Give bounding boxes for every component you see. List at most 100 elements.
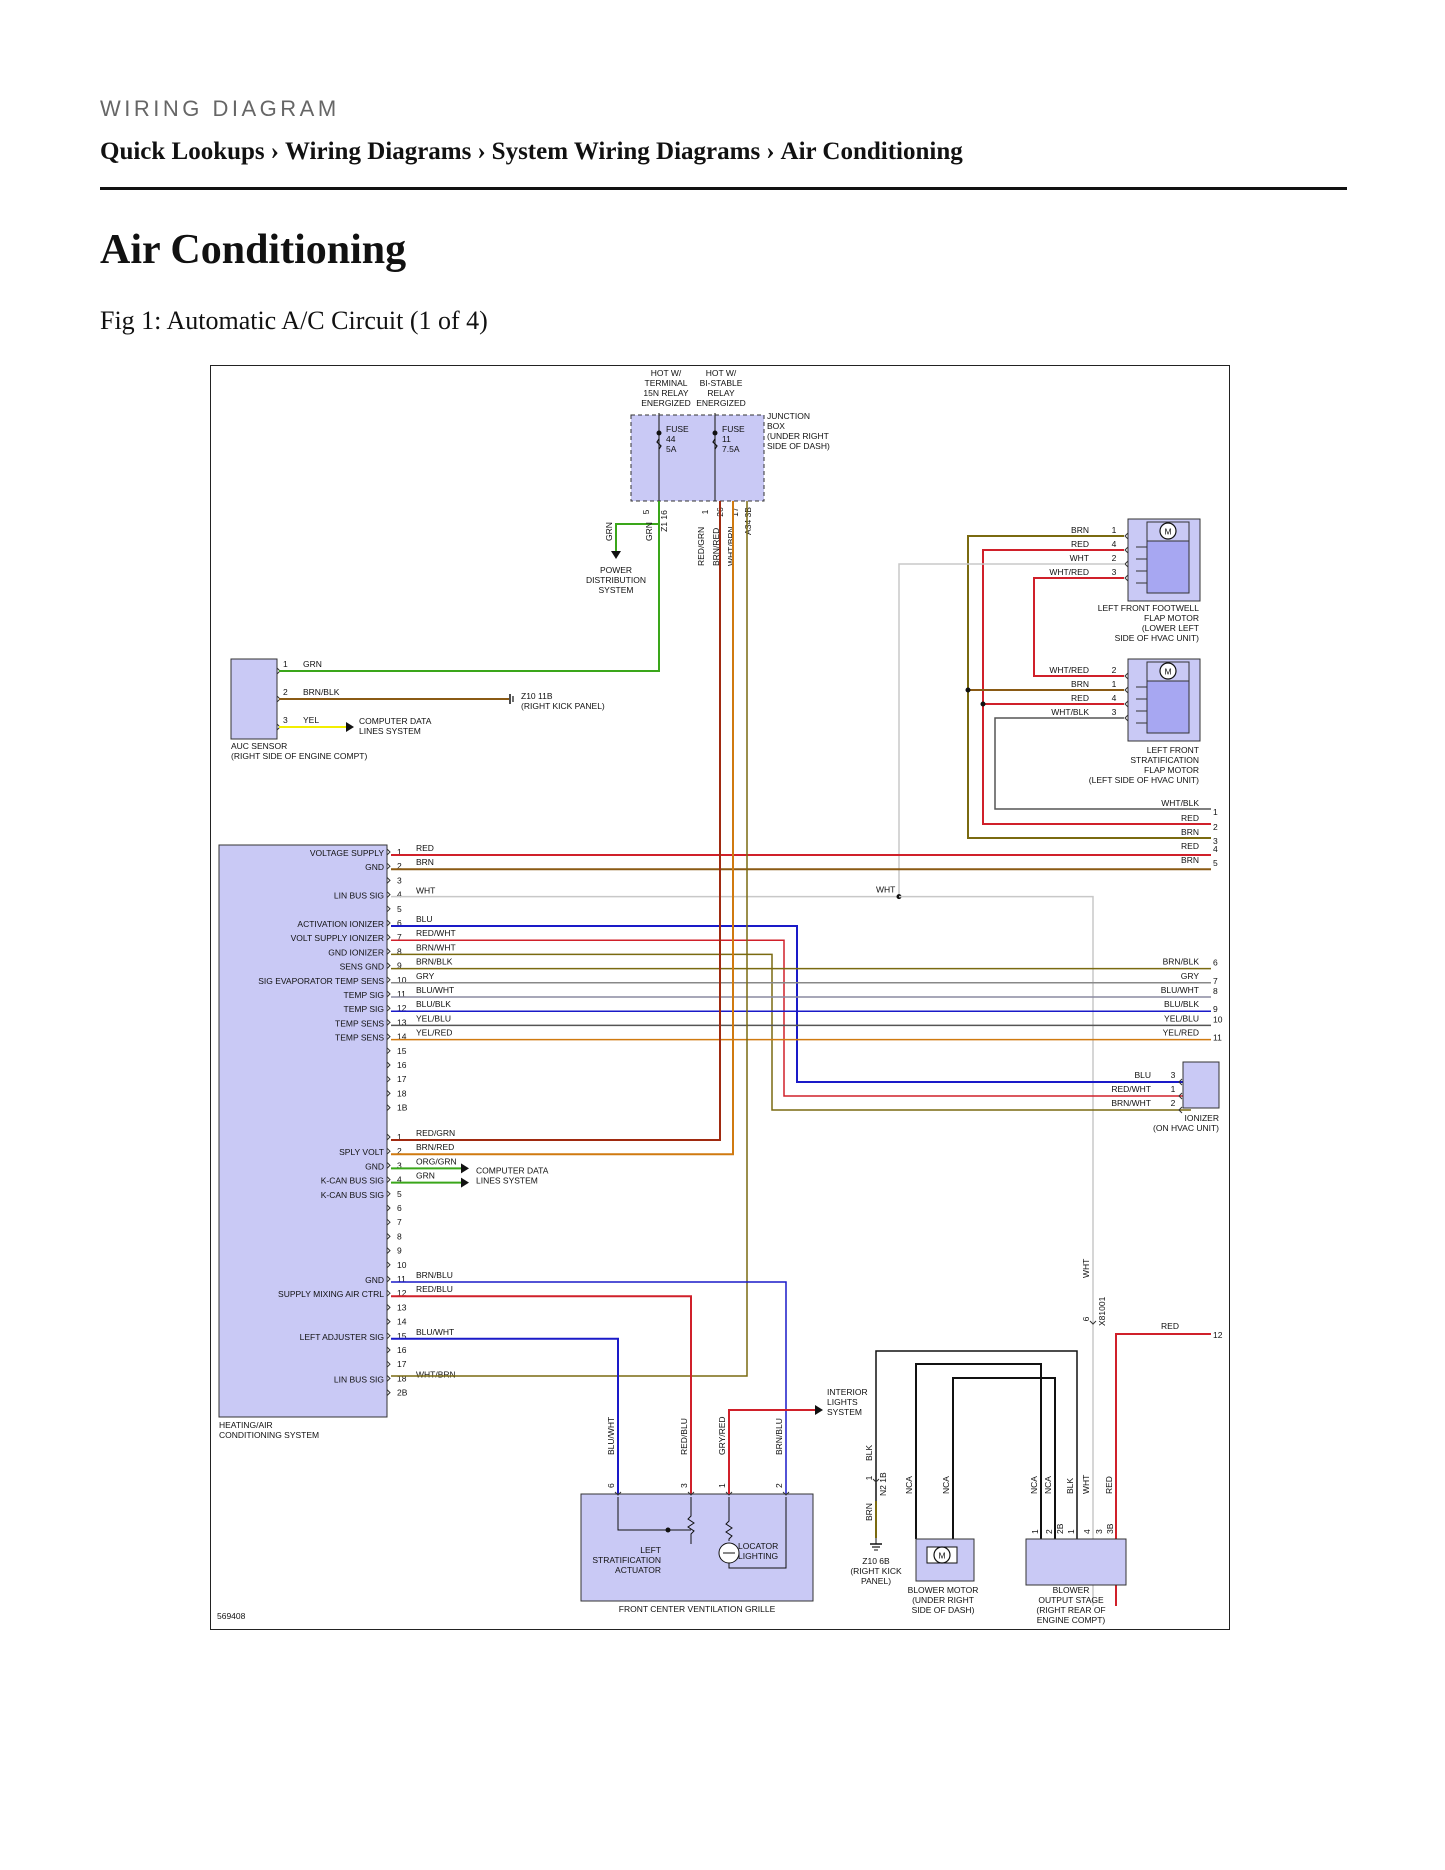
hvac-connector-1-pin: 14: [397, 1032, 407, 1042]
fuse-44-label: 44: [666, 434, 676, 444]
connector-pin: [386, 1047, 391, 1055]
hvac-signal-label: TEMP SIG: [344, 990, 384, 1000]
connector-pin: [725, 1491, 733, 1496]
hot-relay-label: ENERGIZED: [696, 398, 746, 408]
hvac-signal-label: SPLY VOLT: [339, 1147, 384, 1157]
hvac-signal-label: SIG EVAPORATOR TEMP SENS: [258, 976, 384, 986]
blower-output-stage: [1025, 1538, 1127, 1586]
computer-data-label: COMPUTER DATA: [359, 716, 432, 726]
connector-pin: [386, 1304, 391, 1311]
junction-connector: Z1 16: [659, 510, 669, 532]
connector-pin: [687, 1491, 695, 1496]
hvac-wire-label: GRY: [416, 971, 435, 981]
blower-feed-connector: X81001: [1097, 1296, 1107, 1326]
wire-grn-auc-sensor: [279, 524, 660, 672]
connector-pin: [782, 1491, 790, 1496]
wire-blk-blower-ground: [875, 1350, 1078, 1539]
hvac-signal-label: LIN BUS SIG: [334, 1374, 384, 1384]
wire-nca-blower: [915, 1363, 1042, 1539]
breadcrumb-quick-lookups[interactable]: Quick Lookups: [100, 138, 265, 165]
footwell-pin: 4: [1112, 539, 1117, 549]
hvac-connector-1-pin: 15: [397, 1046, 407, 1056]
wire-label-grn: GRN: [604, 522, 614, 541]
connector-pin: [386, 1204, 391, 1212]
footwell-motor-label: FLAP MOTOR: [1144, 613, 1199, 623]
hvac-connector-1-pin: 8: [397, 946, 402, 956]
right-edge-pin: 5: [1213, 858, 1218, 868]
connector-pin: [614, 1491, 622, 1496]
right-edge-wire-label: YEL/BLU: [1164, 1013, 1199, 1023]
arrow-icon: [461, 1163, 469, 1174]
hvac-connector-1-pin: 13: [397, 1017, 407, 1027]
auc-sensor: [230, 658, 278, 740]
hvac-wire-label: BLU/WHT: [416, 1327, 454, 1337]
potentiometer-icon: [687, 1497, 695, 1544]
arrow-icon: [611, 551, 621, 559]
hvac-signal-label: SENS GND: [340, 962, 384, 972]
auc-sensor-label: AUC SENSOR: [231, 741, 287, 751]
connector-pin: [386, 1261, 391, 1269]
hot-relay-label: TERMINAL: [645, 378, 688, 388]
fuse-44-icon: [656, 438, 662, 450]
connector-pin: [1124, 546, 1129, 554]
hvac-wire-label: RED/BLU: [416, 1284, 453, 1294]
breadcrumb-wiring-diagrams[interactable]: Wiring Diagrams: [285, 138, 472, 165]
connector-pin: [386, 1147, 391, 1155]
strat-motor-label: (LEFT SIDE OF HVAC UNIT): [1089, 775, 1199, 785]
right-edge-wire-label: BLU/BLK: [1164, 999, 1199, 1009]
ground-z10-11b-label: (RIGHT KICK PANEL): [521, 701, 605, 711]
hvac-signal-label: VOLTAGE SUPPLY: [310, 848, 384, 858]
connector-pin: [386, 848, 391, 856]
fuse-44-label: 5A: [666, 444, 677, 454]
header-divider: [100, 187, 1347, 190]
breadcrumb-separator: ›: [766, 138, 775, 165]
hvac-connector-2-pin: 4: [397, 1175, 402, 1185]
stratification-actuator-label: LEFT: [640, 1545, 661, 1555]
right-edge-wire-label: BLU/WHT: [1161, 985, 1199, 995]
wire-label-wht: WHT: [1081, 1259, 1091, 1278]
right-edge-wire-label: BRN: [1181, 855, 1199, 865]
locator-lighting-label: LIGHTING: [738, 1551, 778, 1561]
hvac-connector-2-pin: 15: [397, 1331, 407, 1341]
interior-lights-label: SYSTEM: [827, 1407, 862, 1417]
hvac-connector-1-pin: 3: [397, 875, 402, 885]
hvac-connector-1-pin: 12: [397, 1003, 407, 1013]
junction-box-label: (UNDER RIGHT: [767, 431, 829, 441]
hvac-connector-1-pin: 11: [397, 989, 406, 999]
blower-stage-pin: 1: [1030, 1529, 1040, 1534]
connector-pin: [386, 1318, 391, 1325]
blower-wire-label: RED: [1104, 1476, 1114, 1494]
blower-feed-pin: 6: [1081, 1316, 1091, 1321]
footwell-pin: 3: [1112, 567, 1117, 577]
fuse-11-label: 7.5A: [722, 444, 740, 454]
section-label: WIRING DIAGRAM: [100, 96, 340, 121]
hvac-module-label: CONDITIONING SYSTEM: [219, 1430, 319, 1440]
right-edge-pin: 9: [1213, 1004, 1218, 1014]
hvac-connector-1-pin: 9: [397, 961, 402, 971]
left-front-footwell-flap-motor: [1146, 540, 1190, 594]
breadcrumb-system-wiring-diagrams[interactable]: System Wiring Diagrams: [491, 138, 761, 165]
junction-pin: 1: [700, 509, 710, 514]
connector-pin: [386, 1233, 391, 1240]
hvac-connector-2-pin: 18: [397, 1373, 407, 1383]
front-center-ventilation-grille: [580, 1493, 814, 1602]
blower-wire-label: BLK: [864, 1445, 874, 1461]
connector-pin: [386, 1289, 391, 1297]
splice-dot: [665, 1527, 671, 1533]
splice-dot: [980, 701, 986, 707]
hot-relay-label: RELAY: [707, 388, 735, 398]
left-front-stratification-flap-motor: [1146, 680, 1190, 734]
power-distribution-label: DISTRIBUTION: [586, 575, 646, 585]
blower-wire-label: WHT: [1081, 1475, 1091, 1494]
fuse-terminal: [712, 430, 718, 436]
strat-pin: 4: [1112, 693, 1117, 703]
fuse-11-label: 11: [722, 434, 731, 444]
right-edge-pin: 8: [1213, 986, 1218, 996]
connector-pin: [386, 1218, 391, 1226]
junction-box: [630, 414, 765, 502]
figure-number: 569408: [217, 1611, 246, 1621]
grille-pin: 6: [606, 1483, 616, 1488]
connector-pin: [386, 1133, 391, 1141]
